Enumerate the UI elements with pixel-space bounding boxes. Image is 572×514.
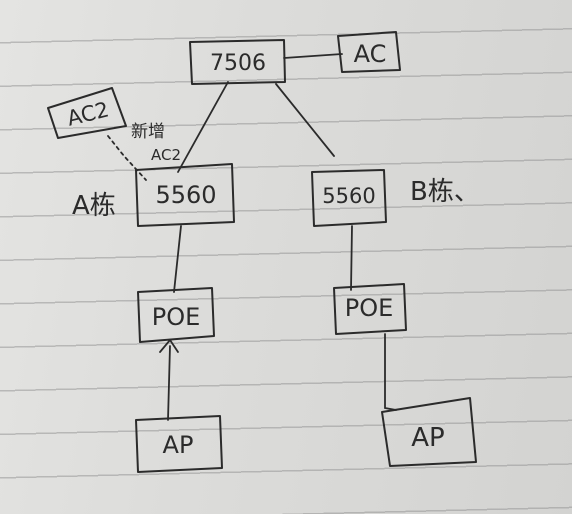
node-controller-box	[337, 31, 401, 73]
annotation-new-ac-line2: AC2	[151, 146, 181, 164]
node-ap-b-box	[381, 397, 477, 467]
link-5560-b-poe-b	[350, 225, 353, 291]
label-switch-b: 5560	[322, 184, 375, 208]
annotation-building-b: B栋、	[410, 177, 480, 207]
node-switch-a-box	[135, 163, 235, 227]
link-poe-a-ap-a	[167, 345, 171, 421]
link-7506-ac	[283, 53, 343, 59]
node-ap-a-box	[135, 415, 223, 473]
node-switch-b-box	[311, 169, 387, 227]
label-poe-a: POE	[152, 303, 201, 331]
label-ap-a: AP	[163, 431, 194, 459]
link-7506-5560-b	[275, 83, 335, 157]
label-controller-new: AC2	[65, 97, 112, 130]
node-poe-b-box	[333, 283, 407, 335]
node-poe-a-box	[137, 287, 215, 343]
link-7506-5560-a	[177, 81, 229, 173]
label-poe-b: POE	[345, 294, 394, 322]
link-ac2-5560-a-dashed	[107, 135, 147, 181]
node-core-switch-box	[189, 39, 286, 85]
label-controller: AC	[354, 40, 387, 68]
annotation-new-ac-line1: 新增	[131, 122, 165, 142]
label-switch-a: 5560	[155, 181, 216, 209]
node-controller-new-box	[47, 87, 127, 139]
link-poe-b-ap-b	[384, 333, 397, 411]
annotation-building-a: A栋	[72, 191, 116, 221]
label-core-switch: 7506	[210, 51, 266, 76]
label-ap-b: AP	[411, 423, 444, 453]
link-5560-a-poe-a	[173, 225, 182, 293]
